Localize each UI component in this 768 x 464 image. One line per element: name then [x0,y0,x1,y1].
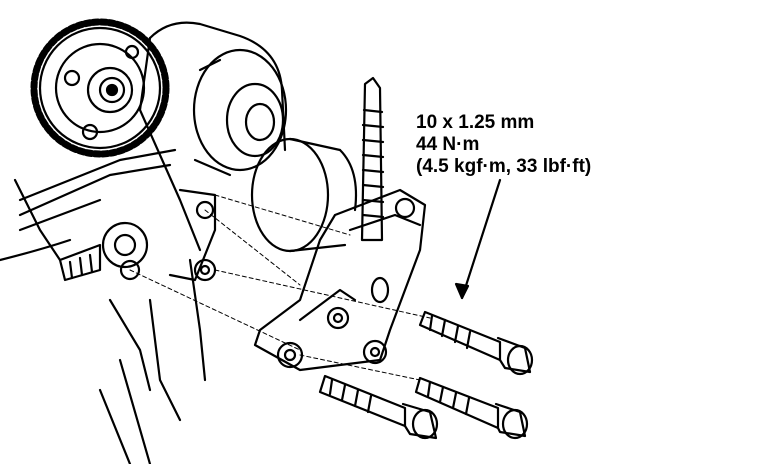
callout-arrow [454,178,502,300]
main-bracket [253,188,427,372]
bolt-lower [318,374,439,440]
left-bracket [58,188,217,282]
threaded-stud [360,76,385,242]
idler-pulley [192,48,288,177]
torque-alt-label: (4.5 kgf·m, 33 lbf·ft) [416,156,592,177]
bolt-middle [414,376,529,440]
bolt-upper [418,310,534,376]
torque-spec-callout: 10 x 1.25 mm 44 N·m (4.5 kgf·m, 33 lbf·f… [416,112,656,178]
cam-gear [30,18,170,158]
alignment-lines [129,194,431,381]
torque-nm-label: 44 N·m [416,134,480,155]
bolt-size-label: 10 x 1.25 mm [416,112,535,133]
engine-block [0,21,287,464]
cylinder-pulley [250,137,358,253]
